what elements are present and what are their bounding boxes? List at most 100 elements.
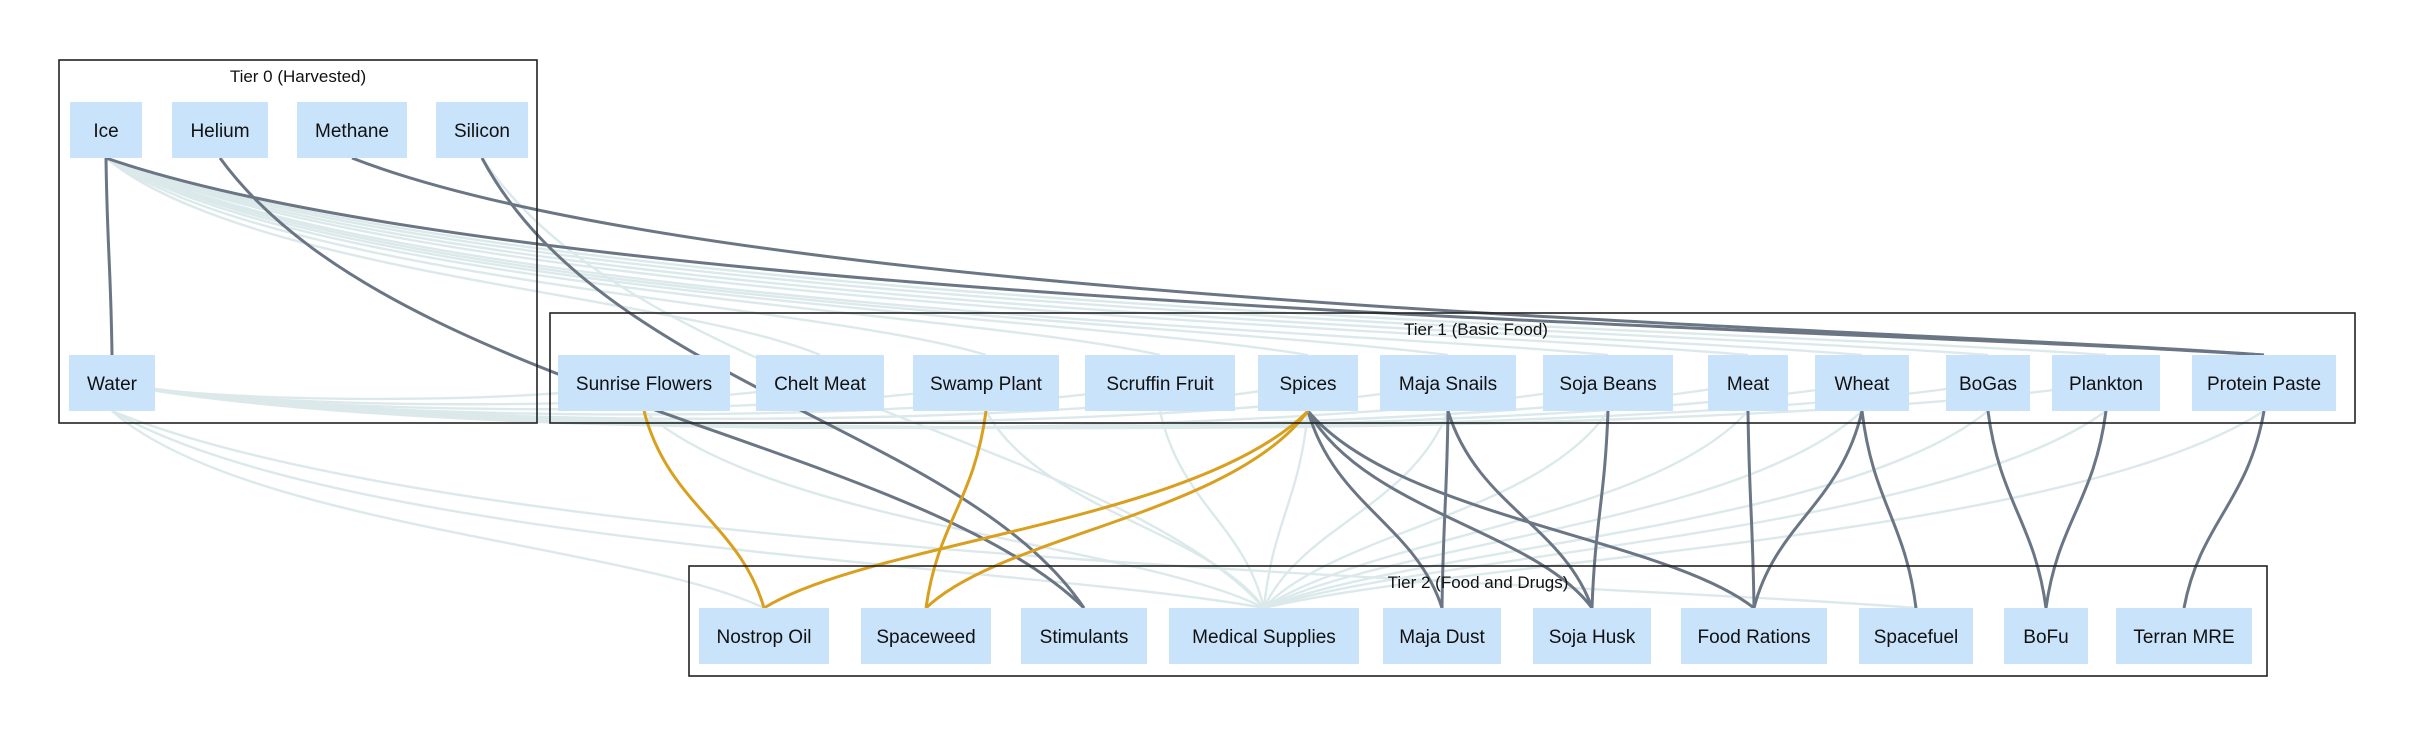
node-majasnails-box <box>1380 355 1516 411</box>
node-spaceweed[interactable]: Spaceweed <box>861 608 991 664</box>
node-scruffin[interactable]: Scruffin Fruit <box>1085 355 1235 411</box>
edge-spices-to-majadust <box>1306 410 1444 609</box>
edge-bogas-to-bofu <box>1986 410 2048 609</box>
node-spices[interactable]: Spices <box>1258 355 1358 411</box>
node-wheat[interactable]: Wheat <box>1815 355 1909 411</box>
node-majadust-box <box>1383 608 1501 664</box>
node-plankton[interactable]: Plankton <box>2052 355 2160 411</box>
edge-scruffin-to-medical <box>1158 410 1266 609</box>
edge-water-to-medical <box>111 409 1265 610</box>
edge-water-to-nostrop <box>111 410 765 610</box>
edge-ice-to-water <box>104 157 114 356</box>
node-water[interactable]: Water <box>69 355 155 411</box>
node-bofu-label: BoFu <box>2023 627 2068 648</box>
node-sunrise[interactable]: Sunrise Flowers <box>558 355 730 411</box>
node-silicon-label: Silicon <box>454 121 510 142</box>
node-helium-label: Helium <box>190 121 249 142</box>
node-majasnails[interactable]: Maja Snails <box>1380 355 1516 411</box>
node-majasnails-label: Maja Snails <box>1399 374 1497 395</box>
node-helium-box <box>172 102 268 158</box>
node-bofu[interactable]: BoFu <box>2004 608 2088 664</box>
node-sojahusk-box <box>1533 608 1651 664</box>
edge-ice-to-bogas <box>105 156 1989 357</box>
edge-ice-to-majasnails <box>105 156 1449 357</box>
node-spices-box <box>1258 355 1358 411</box>
edge-ice-to-sojabeans <box>105 156 1609 357</box>
node-scruffin-box <box>1085 355 1235 411</box>
node-ice[interactable]: Ice <box>70 102 142 158</box>
edge-ice-to-swamp <box>105 157 987 357</box>
node-scruffin-label: Scruffin Fruit <box>1106 374 1214 395</box>
node-sojabeans-label: Soja Beans <box>1559 374 1656 395</box>
cluster-tier1-border <box>549 312 2356 424</box>
edge-majasnails-to-medical <box>1262 410 1450 609</box>
edge-spices-to-sojahusk <box>1306 410 1594 609</box>
node-medical-label: Medical Supplies <box>1192 627 1336 648</box>
edge-proteinpaste-to-terranmre <box>2182 410 2266 609</box>
node-chelt[interactable]: Chelt Meat <box>756 355 884 411</box>
node-proteinpaste-label: Protein Paste <box>2207 374 2321 395</box>
node-chelt-label: Chelt Meat <box>774 374 867 395</box>
node-sojahusk[interactable]: Soja Husk <box>1533 608 1651 664</box>
node-nostrop[interactable]: Nostrop Oil <box>699 608 829 664</box>
node-bogas[interactable]: BoGas <box>1946 355 2030 411</box>
node-nostrop-label: Nostrop Oil <box>716 627 811 648</box>
node-terranmre[interactable]: Terran MRE <box>2116 608 2252 664</box>
edge-meat-to-foodrations <box>1746 410 1756 609</box>
node-swamp[interactable]: Swamp Plant <box>913 355 1059 411</box>
cluster-tier2: Tier 2 (Food and Drugs) <box>688 565 2268 677</box>
edge-plankton-to-bofu <box>2044 410 2108 609</box>
node-ice-label: Ice <box>93 121 118 142</box>
node-spaceweed-box <box>861 608 991 664</box>
edge-ice-to-wheat <box>105 156 1863 357</box>
node-sojabeans[interactable]: Soja Beans <box>1543 355 1673 411</box>
node-stimulants[interactable]: Stimulants <box>1021 608 1147 664</box>
edge-ice-to-spices <box>105 156 1309 357</box>
node-foodrations-label: Food Rations <box>1697 627 1810 648</box>
edge-meat-to-medical <box>1263 410 1749 609</box>
node-water-label: Water <box>87 374 138 395</box>
edge-sojabeans-to-medical <box>1263 410 1609 609</box>
node-bogas-label: BoGas <box>1959 374 2017 395</box>
node-majadust[interactable]: Maja Dust <box>1383 608 1501 664</box>
node-foodrations[interactable]: Food Rations <box>1681 608 1827 664</box>
node-proteinpaste[interactable]: Protein Paste <box>2192 355 2336 411</box>
node-swamp-box <box>913 355 1059 411</box>
node-proteinpaste-box <box>2192 355 2336 411</box>
edge-swamp-to-spaceweed <box>924 410 988 609</box>
node-meat[interactable]: Meat <box>1708 355 1788 411</box>
node-plankton-label: Plankton <box>2069 374 2143 395</box>
node-stimulants-label: Stimulants <box>1040 627 1129 648</box>
node-silicon[interactable]: Silicon <box>436 102 528 158</box>
cluster-tier2-label: Tier 2 (Food and Drugs) <box>1388 573 1569 592</box>
node-plankton-box <box>2052 355 2160 411</box>
node-stimulants-box <box>1021 608 1147 664</box>
node-spacefuel-label: Spacefuel <box>1874 627 1959 648</box>
node-bogas-box <box>1946 355 2030 411</box>
node-meat-label: Meat <box>1727 374 1770 395</box>
cluster-tier0: Tier 0 (Harvested) <box>58 59 538 424</box>
node-sojahusk-label: Soja Husk <box>1549 627 1636 648</box>
edge-proteinpaste-to-medical <box>1263 409 2265 610</box>
node-majadust-label: Maja Dust <box>1399 627 1485 648</box>
node-medical[interactable]: Medical Supplies <box>1169 608 1359 664</box>
edge-ice-to-scruffin <box>105 156 1161 357</box>
edge-ice-to-chelt <box>105 157 821 357</box>
edge-majasnails-to-sojahusk <box>1446 410 1594 609</box>
node-helium[interactable]: Helium <box>172 102 268 158</box>
edge-wheat-to-foodrations <box>1752 410 1864 609</box>
edge-plankton-to-medical <box>1263 410 2107 610</box>
edge-spices-to-medical <box>1262 410 1310 609</box>
edge-spices-to-nostrop <box>763 409 1310 610</box>
node-wheat-label: Wheat <box>1835 374 1891 395</box>
node-spacefuel[interactable]: Spacefuel <box>1859 608 1973 664</box>
node-sunrise-box <box>558 355 730 411</box>
node-sunrise-label: Sunrise Flowers <box>576 374 712 395</box>
node-silicon-box <box>436 102 528 158</box>
edge-wheat-to-spacefuel <box>1860 410 1918 609</box>
edge-sunrise-to-nostrop <box>642 410 766 609</box>
node-methane[interactable]: Methane <box>297 102 407 158</box>
cluster-tier1: Tier 1 (Basic Food) <box>549 312 2356 424</box>
